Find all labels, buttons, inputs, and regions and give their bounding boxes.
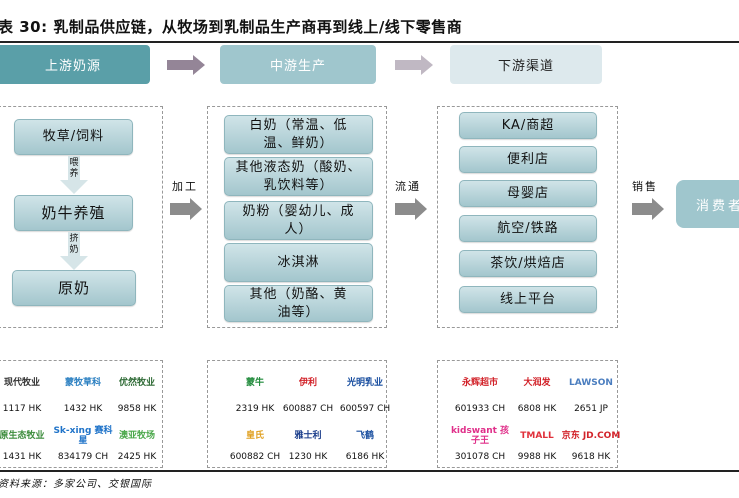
arrow-down-icon <box>60 232 88 270</box>
node-maternity-store: 母婴店 <box>459 180 597 207</box>
company-ticker: 2651 JP <box>574 404 608 414</box>
step-label-feeding: 喂养 <box>69 158 79 179</box>
step-label-milking: 挤奶 <box>69 234 79 255</box>
stage-upstream: 上游奶源 <box>0 45 150 84</box>
company-logo: 京东 JD.COM <box>561 431 621 441</box>
upstream-panel <box>0 106 163 328</box>
arrow-right-icon <box>170 198 202 220</box>
company-ticker: 601933 CH <box>454 404 506 414</box>
bottom-rule <box>0 470 739 472</box>
company-ticker: 6186 HK <box>345 452 385 462</box>
node-raw-milk: 原奶 <box>12 270 136 306</box>
figure-title: 表 30: 乳制品供应链，从牧场到乳制品生产商再到线上/线下零售商 <box>0 18 463 36</box>
title-rule <box>0 41 739 43</box>
arrow-right-icon <box>167 55 205 75</box>
company-ticker: 9858 HK <box>117 404 157 414</box>
company-ticker: 600882 CH <box>229 452 281 462</box>
node-milk-powder: 奶粉（婴幼儿、成人） <box>224 201 373 240</box>
node-other-liquid-milk: 其他液态奶（酸奶、乳饮料等） <box>224 157 373 196</box>
company-logo: 飞鹤 <box>355 431 374 441</box>
flow-label-processing: 加工 <box>172 180 198 193</box>
company-logo: TMALL <box>520 431 554 441</box>
company-logo: LAWSON <box>569 378 613 388</box>
midstream-panel <box>207 106 387 328</box>
source-note: 资料来源：多家公司、交银国际 <box>0 479 152 490</box>
arrow-right-icon <box>395 55 433 75</box>
downstream-companies-panel <box>437 360 618 468</box>
arrow-right-icon <box>395 198 427 220</box>
company-logo: 皇氏 <box>245 431 264 441</box>
arrow-down-icon <box>60 156 88 194</box>
company-ticker: 1117 HK <box>2 404 42 414</box>
node-online-platform: 线上平台 <box>459 286 597 313</box>
flow-label-distribution: 流通 <box>395 180 421 193</box>
company-ticker: 9988 HK <box>517 452 557 462</box>
downstream-panel <box>437 106 618 328</box>
arrow-right-icon <box>632 198 664 220</box>
midstream-companies-panel <box>207 360 387 468</box>
company-ticker: 6808 HK <box>517 404 557 414</box>
company-logo: 雅士利 <box>294 431 322 441</box>
company-logo: 大润发 <box>523 378 551 388</box>
company-logo: Sk-xing 赛科星 <box>53 426 113 446</box>
company-ticker: 600597 CH <box>339 404 391 414</box>
company-logo: 蒙牧草科 <box>64 378 101 388</box>
stage-downstream: 下游渠道 <box>450 45 602 84</box>
upstream-companies-panel <box>0 360 163 468</box>
company-ticker: 9618 HK <box>571 452 611 462</box>
company-logo: kidswant 孩子王 <box>450 426 510 446</box>
company-logo: 原生态牧业 <box>0 431 45 441</box>
company-logo: 现代牧业 <box>3 378 40 388</box>
node-white-milk: 白奶（常温、低温、鲜奶） <box>224 115 373 154</box>
company-logo: 光明乳业 <box>346 378 383 388</box>
node-dairy-farming: 奶牛养殖 <box>14 195 133 231</box>
node-convenience-store: 便利店 <box>459 146 597 173</box>
company-logo: 伊利 <box>298 378 317 388</box>
node-feed: 牧草/饲料 <box>14 119 133 155</box>
company-ticker: 600887 CH <box>282 404 334 414</box>
stage-midstream: 中游生产 <box>220 45 376 84</box>
node-ice-cream: 冰淇淋 <box>224 243 373 282</box>
flow-label-sales: 销售 <box>632 180 658 193</box>
company-logo: 永辉超市 <box>461 378 498 388</box>
consumer-box: 消费者 <box>676 180 739 228</box>
company-ticker: 2319 HK <box>235 404 275 414</box>
node-aviation-railway: 航空/铁路 <box>459 215 597 242</box>
company-ticker: 2425 HK <box>117 452 157 462</box>
node-other-dairy: 其他（奶酪、黄油等） <box>224 285 373 322</box>
company-logo: 蒙牛 <box>245 378 264 388</box>
node-tea-bakery: 茶饮/烘焙店 <box>459 250 597 277</box>
company-ticker: 1431 HK <box>2 452 42 462</box>
company-ticker: 1432 HK <box>63 404 103 414</box>
company-logo: 优然牧业 <box>118 378 155 388</box>
node-ka-supermarket: KA/商超 <box>459 112 597 139</box>
company-logo: 澳亚牧场 <box>118 431 155 441</box>
company-ticker: 834179 CH <box>57 452 109 462</box>
company-ticker: 1230 HK <box>288 452 328 462</box>
company-ticker: 301078 CH <box>454 452 506 462</box>
